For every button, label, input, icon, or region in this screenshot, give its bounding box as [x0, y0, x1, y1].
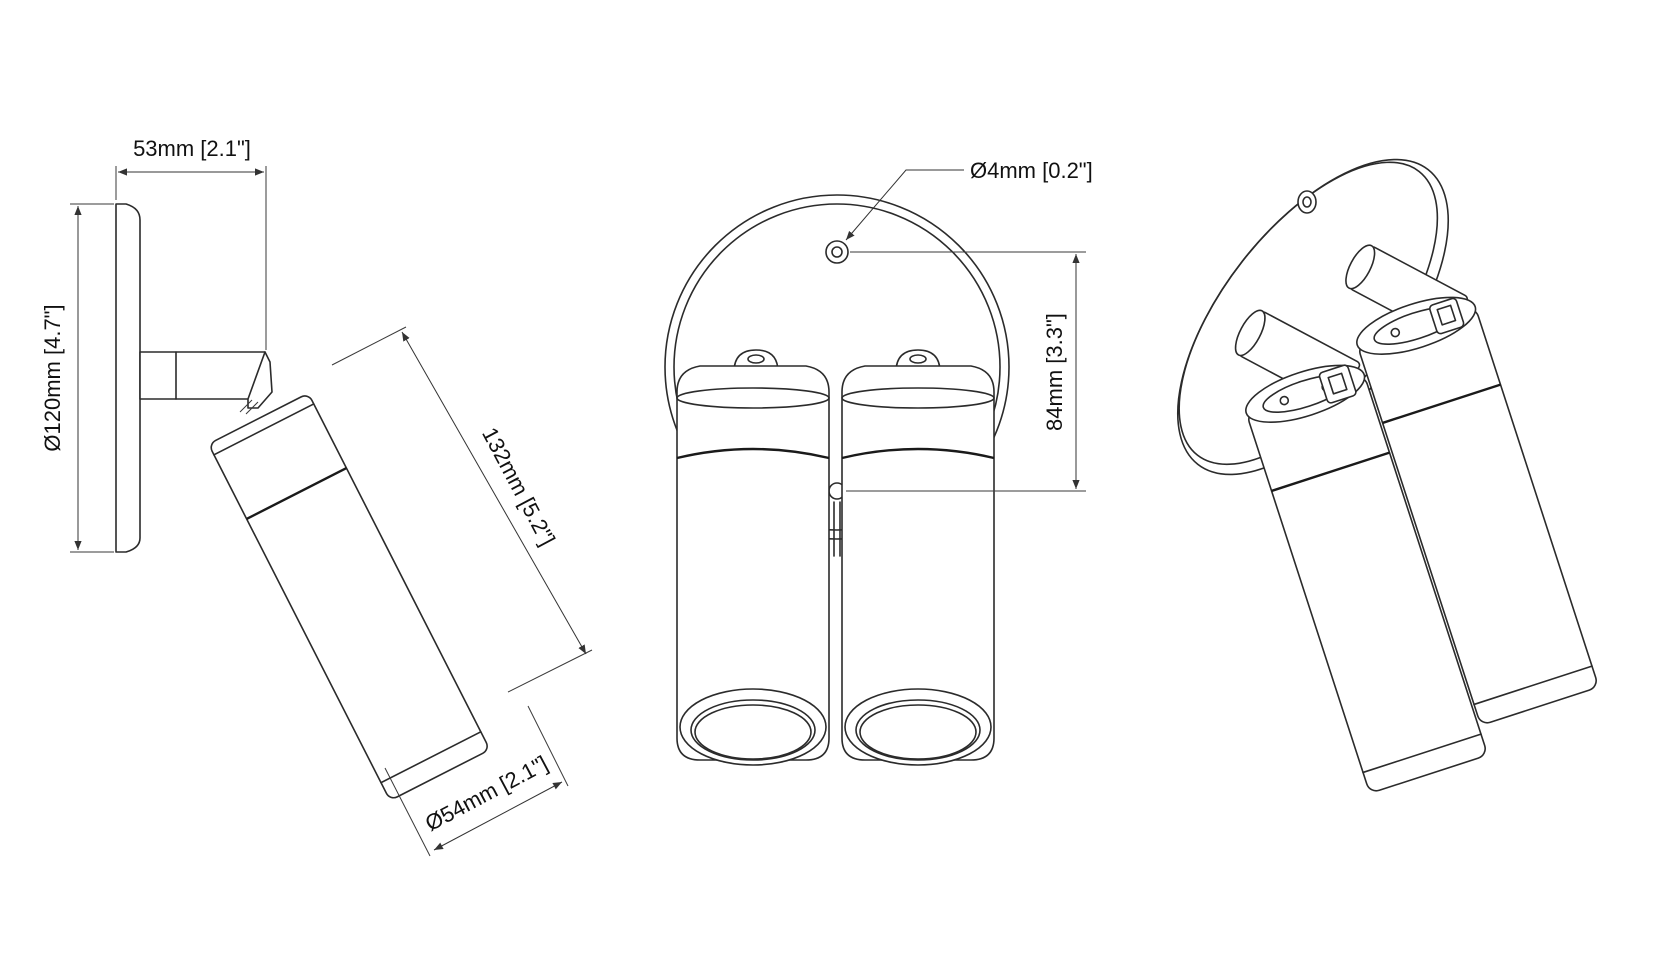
side-knuckle	[247, 351, 273, 409]
side-view: 53mm [2.1"] Ø120mm [4.7"] 132mm [5.2"] Ø…	[40, 136, 593, 857]
front-cylinder-left	[676, 365, 830, 766]
dim-arm-depth: 53mm [2.1"]	[133, 136, 251, 161]
side-arm	[139, 351, 266, 400]
mounting-hole	[825, 240, 849, 264]
dim-hole-spacing: 84mm [3.3"]	[1042, 313, 1067, 431]
dim-body-length: 132mm [5.2"]	[477, 423, 560, 550]
side-body	[210, 395, 488, 799]
side-wall-plate	[115, 203, 141, 553]
dim-hole-diameter: Ø4mm [0.2"]	[970, 158, 1093, 183]
isometric-view	[1176, 158, 1597, 792]
front-view: Ø4mm [0.2"] 84mm [3.3"]	[664, 158, 1093, 766]
front-cylinder-right	[841, 365, 995, 766]
dim-plate-diameter: Ø120mm [4.7"]	[40, 304, 65, 451]
